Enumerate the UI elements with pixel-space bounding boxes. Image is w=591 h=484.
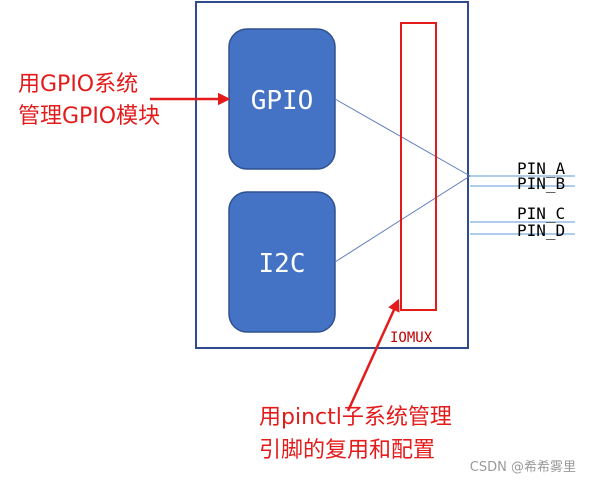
pinctrl-annotation: 用pinctl子系统管理 引脚的复用和配置	[259, 298, 452, 463]
pin-c-label: PIN_C	[517, 204, 565, 223]
gpio-note-line1: 用GPIO系统	[18, 72, 138, 97]
gpio-signal-line	[334, 98, 471, 177]
pinctrl-annotation-arrow	[346, 298, 400, 412]
pin-d-label: PIN_D	[517, 221, 565, 240]
pinctrl-note-line1: 用pinctl子系统管理	[259, 405, 452, 430]
i2c-block-label: I2C	[259, 249, 306, 279]
pin-a-label: PIN_A	[517, 159, 566, 178]
gpio-block-label: GPIO	[251, 86, 314, 116]
iomux-box	[400, 22, 437, 311]
gpio-block: GPIO	[228, 28, 336, 170]
iomux-label: IOMUX	[390, 330, 433, 346]
pin-b-label: PIN_B	[517, 174, 565, 193]
csdn-watermark: CSDN @希希雾里	[470, 460, 576, 475]
i2c-signal-line	[334, 175, 471, 263]
iomux-block: IOMUX	[390, 22, 437, 346]
pinctrl-note-line2: 引脚的复用和配置	[259, 438, 435, 463]
gpio-note-line2: 管理GPIO模块	[18, 104, 160, 129]
i2c-block: I2C	[228, 191, 336, 333]
gpio-annotation: 用GPIO系统 管理GPIO模块	[18, 72, 231, 129]
